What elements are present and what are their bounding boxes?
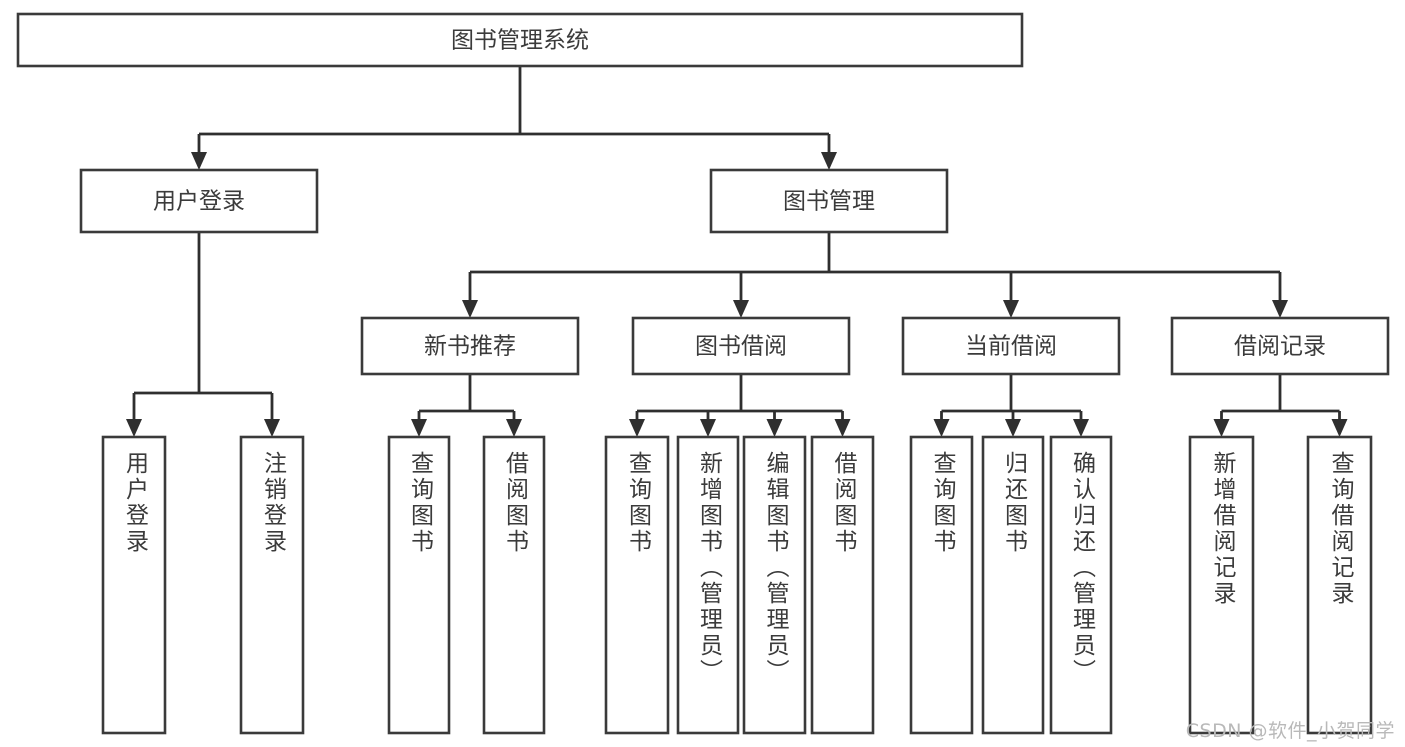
arrow-head-icon <box>126 419 142 437</box>
node-label-loan-record: 借阅记录 <box>1234 334 1326 360</box>
node-box-leaf-add-book[interactable] <box>676 435 740 735</box>
arrow-head-icon <box>933 419 950 437</box>
arrow-head-icon <box>733 300 749 318</box>
arrow-head-icon <box>1213 419 1230 437</box>
arrow-head-icon <box>834 419 851 437</box>
node-box-leaf-query-loan-record[interactable] <box>1306 435 1373 735</box>
node-box-leaf-user-login[interactable] <box>101 435 167 735</box>
node-box-user-login[interactable] <box>79 168 319 234</box>
node-box-leaf-user-logout[interactable] <box>239 435 305 735</box>
node-box-leaf-edit-book[interactable] <box>742 435 807 735</box>
arrow-head-icon <box>629 419 645 437</box>
node-box-leaf-query-book-1[interactable] <box>387 435 451 735</box>
arrow-head-icon <box>700 419 716 437</box>
node-label-book-manage: 图书管理 <box>783 189 875 215</box>
node-box-leaf-confirm-return[interactable] <box>1049 435 1113 735</box>
arrow-head-icon <box>411 419 427 437</box>
watermark-text: CSDN @软件_小贺同学 <box>1185 720 1395 742</box>
arrow-head-icon <box>462 300 478 318</box>
node-label-user-login: 用户登录 <box>153 189 245 215</box>
node-box-loan-record[interactable] <box>1170 316 1390 376</box>
arrow-head-icon <box>766 419 783 437</box>
arrow-head-icon <box>191 152 207 170</box>
node-box-leaf-return-book[interactable] <box>981 435 1045 735</box>
node-box-new-book-rec[interactable] <box>360 316 580 376</box>
boxes-layer <box>16 12 1390 735</box>
arrow-head-icon <box>821 152 837 170</box>
node-label-current-loan: 当前借阅 <box>965 334 1057 360</box>
arrow-head-icon <box>1272 300 1288 318</box>
node-box-leaf-query-book-3[interactable] <box>909 435 974 735</box>
node-box-book-borrow[interactable] <box>631 316 851 376</box>
connectors-layer <box>126 66 1348 437</box>
node-box-leaf-borrow-book-2[interactable] <box>810 435 875 735</box>
arrow-head-icon <box>1003 300 1019 318</box>
arrow-head-icon <box>1005 419 1021 437</box>
node-label-new-book-rec: 新书推荐 <box>424 334 516 360</box>
arrow-head-icon <box>264 419 280 437</box>
arrow-head-icon <box>1331 419 1348 437</box>
node-box-leaf-query-book-2[interactable] <box>604 435 670 735</box>
arrow-head-icon <box>1073 419 1089 437</box>
node-box-leaf-add-loan-record[interactable] <box>1188 435 1255 735</box>
node-box-current-loan[interactable] <box>901 316 1121 376</box>
node-box-book-manage[interactable] <box>709 168 949 234</box>
node-label-root: 图书管理系统 <box>451 28 589 54</box>
node-label-book-borrow: 图书借阅 <box>695 334 787 360</box>
node-box-leaf-borrow-book-1[interactable] <box>482 435 546 735</box>
arrow-head-icon <box>506 419 522 437</box>
node-box-root[interactable] <box>16 12 1024 68</box>
